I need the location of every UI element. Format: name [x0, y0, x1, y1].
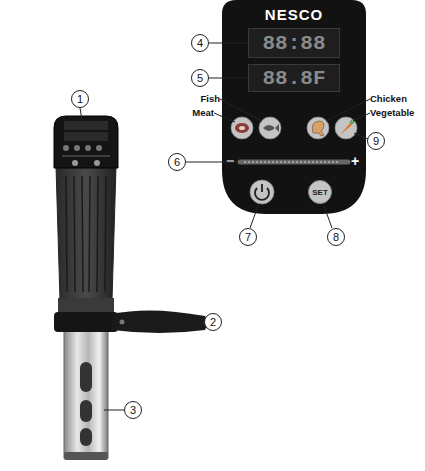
callout-number: 2 — [204, 313, 222, 331]
callout-number: 1 — [71, 90, 89, 108]
callout-number: 7 — [245, 231, 251, 243]
slider-sign: − — [226, 153, 234, 169]
callout-number: 1 — [77, 93, 83, 105]
led-display: 88:88 — [248, 28, 340, 58]
callout-number: 7 — [239, 228, 257, 246]
callout-number: 5 — [197, 72, 203, 84]
led-display: 88.8F — [248, 64, 340, 92]
button-label: Fish — [200, 93, 220, 104]
callout-number: 3 — [124, 401, 142, 419]
brand-name: NESCO — [222, 6, 366, 23]
callout-number: 9 — [373, 135, 379, 147]
control-panel: NESCO 88:88 88.8F SET — [222, 0, 366, 214]
callout-number: 4 — [191, 34, 209, 52]
set-button: SET — [308, 180, 332, 204]
button-label: Chicken — [370, 93, 407, 104]
button-label: SET — [312, 188, 328, 197]
callout-number: 6 — [168, 153, 186, 171]
slider-sign: + — [351, 153, 359, 169]
callout-number: 8 — [327, 228, 345, 246]
button-label: Meat — [192, 107, 214, 118]
callout-number: 8 — [333, 231, 339, 243]
callout-number: 4 — [197, 37, 203, 49]
display-digits: 88.8F — [262, 67, 325, 90]
callout-number: 2 — [210, 316, 216, 328]
display-digits: 88:88 — [262, 32, 325, 55]
callout-number: 5 — [191, 69, 209, 87]
button-label: Vegetable — [370, 107, 414, 118]
callout-number: 6 — [174, 156, 180, 168]
callout-number: 9 — [367, 132, 385, 150]
callout-number: 3 — [130, 404, 136, 416]
